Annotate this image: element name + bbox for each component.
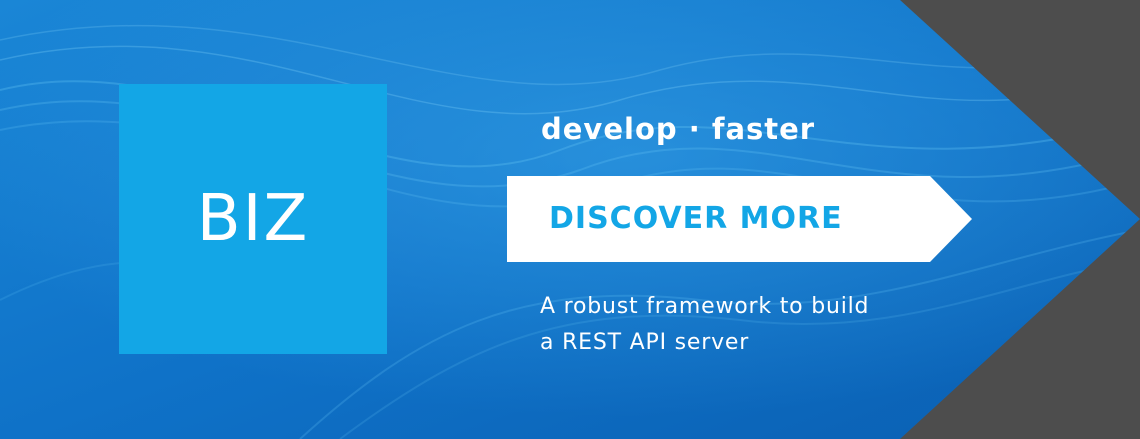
description-line-1: A robust framework to build	[540, 294, 870, 319]
discover-more-button[interactable]: DISCOVER MORE	[507, 176, 972, 262]
tagline: develop · faster	[541, 112, 816, 146]
description-text: A robust framework to build a REST API s…	[540, 289, 960, 361]
biz-logo: BIZ	[119, 84, 387, 354]
description-line-2: a REST API server	[540, 330, 750, 355]
discover-more-label: DISCOVER MORE	[549, 201, 843, 236]
logo-text: BIZ	[196, 182, 310, 256]
cta-arrow-shape	[507, 176, 972, 262]
